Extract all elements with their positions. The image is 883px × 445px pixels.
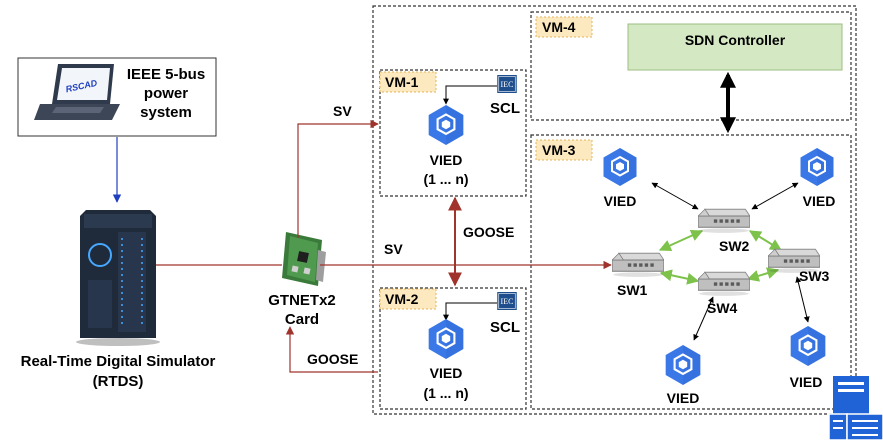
vm1-box [379,69,527,197]
goose-bottom-label: GOOSE [307,351,358,367]
vm4-tag [535,16,593,38]
laptop-icon: RSCAD [34,64,120,120]
vied-br-to-sw3 [795,276,810,323]
goose-to-card-link [285,326,378,373]
vm1-vied-range: (1 ... n) [423,171,468,187]
card-label-line2: Card [285,311,319,328]
card-label-line1: GTNETx2 [268,292,336,309]
rtds-label-line1: Real-Time Digital Simulator [21,353,216,370]
vm1-tag [379,71,437,93]
vm3-vied-top-left-label: VIED [604,193,637,209]
vm3-vied-top-right-icon[interactable] [799,147,835,187]
vm2-scl-label: SCL [490,319,520,336]
vm3-vied-bottom-left-label: VIED [667,390,700,406]
switch-sw1-icon[interactable] [612,252,664,278]
vm2-box [379,287,527,410]
rtds-label-line2: (RTDS) [93,373,144,390]
sv-top-label: SV [333,103,352,119]
gtnet-card-icon[interactable] [282,232,326,286]
vm3-vied-top-left-icon[interactable] [602,147,638,187]
goose-vm-label: GOOSE [463,224,514,240]
vm1-iec-text: IEC [501,80,514,89]
switch-sw1-label: SW1 [617,282,648,298]
switch-sw4-label: SW4 [707,300,738,316]
vm3-vied-bottom-right-label: VIED [790,374,823,390]
vm2-vied-label: VIED [430,365,463,381]
power-system-line3: system [140,104,192,121]
vm2-vied-range: (1 ... n) [423,385,468,401]
vm4-box [530,11,852,121]
vm2-iec-text: IEC [501,297,514,306]
power-system-line2: power [144,85,188,102]
vied-bl-to-sw4 [693,296,714,341]
sw1-sw2-link [658,229,704,252]
sdn-controller-box[interactable] [627,23,843,71]
sdn-controller-label: SDN Controller [685,32,786,48]
vm1-tag-label: VM-1 [385,74,419,90]
vm1-scl-link [443,85,497,105]
vm3-tag [535,139,593,161]
vm2-vied-icon[interactable] [427,318,465,360]
vm3-tag-label: VM-3 [542,142,576,158]
server-host-icon [828,376,883,441]
sw2-sw3-link [748,230,783,251]
power-system-box [17,57,217,137]
sv-mid-label: SV [384,241,403,257]
vm1-vied-label: VIED [430,152,463,168]
vm1-scl-label: SCL [490,100,520,117]
vm4-tag-label: VM-4 [542,19,576,35]
vm-host-boundary [372,5,857,415]
rtds-rack-icon [76,210,160,346]
sv-to-vm1-link [297,119,379,238]
sw1-sw4-link [659,269,700,285]
vm1-vied-icon[interactable] [427,104,465,146]
vm3-vied-bottom-right-icon[interactable] [789,325,827,367]
switch-sw2-icon[interactable] [698,208,750,234]
vm3-vied-bottom-left-icon[interactable] [664,344,702,386]
vm3-vied-top-right-label: VIED [803,193,836,209]
vm2-tag [379,288,437,310]
vied-tr-to-sw2 [751,182,799,210]
vm2-scl-link [443,302,497,321]
vied-tl-to-sw2 [651,182,699,210]
power-system-line1: IEEE 5-bus [127,66,205,83]
switch-sw4-icon[interactable] [698,271,750,297]
vm3-box [530,134,852,410]
switch-sw2-label: SW2 [719,238,750,254]
vm2-tag-label: VM-2 [385,291,419,307]
switch-sw3-label: SW3 [799,268,830,284]
